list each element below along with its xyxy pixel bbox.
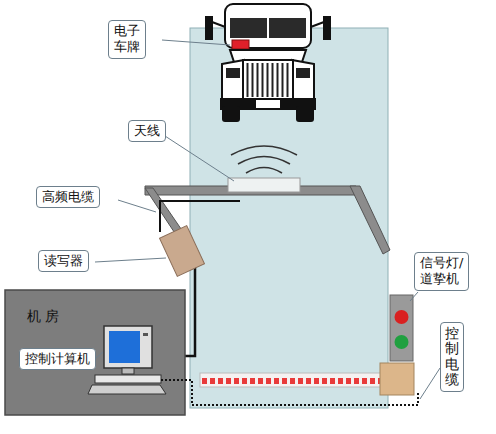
leader-line: [420, 368, 440, 399]
monitor: [104, 326, 152, 368]
leader-line: [118, 200, 156, 212]
bumper-plate: [256, 100, 280, 108]
leader-line: [165, 136, 234, 181]
signal-light-box: [390, 295, 413, 361]
room-box: 机 房控制计算机: [5, 290, 185, 415]
callout-box: 读写器: [38, 250, 89, 272]
node-label: 控制电缆: [445, 326, 459, 388]
truck-grille: [243, 60, 293, 100]
callout-box: 电子 车牌: [108, 20, 146, 59]
monitor-button: [143, 333, 148, 336]
electronic-plate: [232, 40, 249, 49]
red-light: [395, 310, 409, 324]
radio-wave: [231, 146, 297, 155]
radio-wave: [246, 168, 282, 174]
mirror: [323, 16, 331, 40]
truck-wheel: [296, 106, 314, 122]
machine-room: [5, 290, 185, 415]
keyboard: [88, 385, 166, 394]
leader-line: [162, 40, 230, 45]
truck-wheel: [222, 106, 240, 122]
mirror: [205, 16, 213, 40]
computer-base: [95, 375, 161, 383]
barrier-stripes: [201, 374, 381, 386]
truck-cab: [225, 4, 311, 48]
reader: [160, 226, 205, 277]
node-label: 高频电缆: [42, 189, 94, 205]
leader-line: [95, 258, 166, 262]
node-label: 机 房: [27, 308, 163, 326]
headlight: [296, 68, 310, 78]
node-label: 天线: [134, 123, 160, 139]
barrier-box: [380, 363, 414, 395]
callout-box: 高频电缆: [36, 186, 100, 208]
antenna: [228, 178, 300, 192]
green-light: [395, 335, 409, 349]
node-label: 控制计算机: [25, 351, 90, 367]
node-label: 信号灯/ 道挚机: [420, 255, 463, 288]
callout-box: 天线: [128, 120, 166, 142]
radio-wave: [238, 157, 290, 165]
lane-area: [190, 28, 388, 408]
barrier-arm: [200, 373, 385, 387]
windshield: [230, 18, 306, 38]
monitor-stand: [122, 368, 134, 374]
leader-line: [410, 292, 418, 301]
callout-box: 信号灯/ 道挚机: [414, 252, 469, 291]
hf-cable: [160, 201, 240, 232]
headlight: [226, 68, 240, 78]
grille-bars: [246, 63, 290, 97]
callout-box: 控制电缆: [440, 322, 464, 392]
leader-line: [96, 352, 103, 358]
node-label: 电子 车牌: [114, 23, 140, 56]
truck-fender: [222, 60, 244, 100]
gantry-leg: [350, 186, 390, 254]
windshield-divider: [267, 18, 269, 38]
callout-box: 控制计算机: [19, 348, 96, 370]
truck-fender: [292, 60, 314, 100]
monitor-screen: [109, 331, 140, 363]
node-label: 读写器: [44, 253, 83, 269]
